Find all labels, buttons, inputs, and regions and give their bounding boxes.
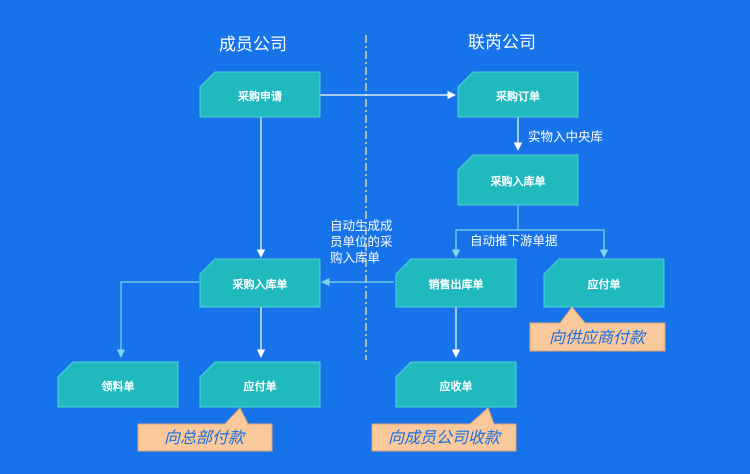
callout-text: 向总部付款 xyxy=(164,428,246,447)
node-label: 应付单 xyxy=(244,379,277,393)
node-payable-hq: 应付单 xyxy=(199,361,321,408)
node-label: 采购入库单 xyxy=(490,174,546,188)
node-label: 应付单 xyxy=(588,277,621,291)
node-inbound-member: 采购入库单 xyxy=(199,258,321,308)
label-physical-inbound: 实物入中央库 xyxy=(528,129,603,144)
node-label: 销售出库单 xyxy=(429,277,484,291)
callout-pay-hq: 向总部付款 xyxy=(137,407,273,452)
node-purchase-request: 采购申请 xyxy=(199,71,321,118)
callout-text: 向成员公司收款 xyxy=(388,428,502,447)
node-purchase-order: 采购订单 xyxy=(457,71,579,118)
label-auto-generate-1: 自动生成成 xyxy=(330,218,393,233)
callout-collect-member: 向成员公司收款 xyxy=(371,407,517,452)
node-payable-supplier: 应付单 xyxy=(543,258,665,308)
node-label: 采购入库单 xyxy=(232,277,288,291)
node-label: 采购订单 xyxy=(495,89,540,103)
label-auto-generate-2: 员单位的采 xyxy=(330,234,393,249)
edge-inbound-to-material xyxy=(116,281,199,358)
node-label: 应收单 xyxy=(440,379,473,393)
node-receivable: 应收单 xyxy=(395,361,517,408)
node-label: 领料单 xyxy=(101,379,135,393)
node-label: 采购申请 xyxy=(237,89,282,103)
node-material-issue: 领料单 xyxy=(57,361,179,408)
callout-pay-supplier: 向供应商付款 xyxy=(529,306,666,352)
column-title-member: 成员公司 xyxy=(219,35,287,55)
node-inbound-central: 采购入库单 xyxy=(457,154,579,206)
callout-text: 向供应商付款 xyxy=(549,328,647,347)
node-sales-outbound: 销售出库单 xyxy=(395,258,517,308)
label-auto-generate-3: 购入库单 xyxy=(330,250,380,265)
column-title-lianrui: 联芮公司 xyxy=(468,33,536,53)
label-auto-push: 自动推下游单据 xyxy=(470,233,558,248)
